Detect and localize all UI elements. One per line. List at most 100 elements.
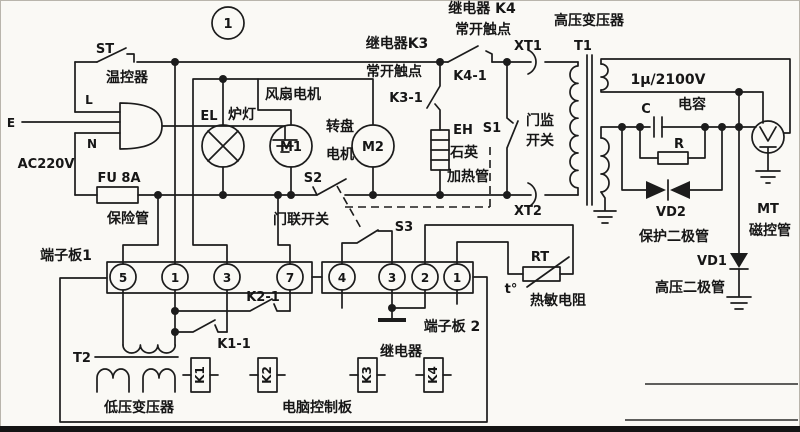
diode-symbols — [646, 181, 748, 268]
fuse-id: FU 8A — [97, 171, 140, 186]
scan-stray-lines — [625, 383, 798, 421]
vd2-diode-right — [670, 181, 690, 199]
vd1-diode — [730, 253, 748, 268]
figure-number: 1 — [223, 17, 232, 32]
heater-label-2: 加热管 — [446, 168, 489, 185]
fuse-label: 保险管 — [106, 210, 149, 227]
earth-label: E — [7, 116, 15, 130]
fan-id: M1 — [280, 140, 302, 155]
lamp-label: 炉灯 — [228, 106, 256, 123]
k2-contact-id: K2-1 — [246, 290, 280, 305]
board2-pin-3: 3 — [388, 271, 396, 285]
t1-filament-winding — [600, 63, 609, 91]
t1-primary-winding — [569, 61, 579, 196]
t1-hv-winding — [600, 137, 610, 193]
thermistor-symbol-label: t° — [505, 282, 518, 297]
magnetron-antenna — [759, 126, 777, 142]
ground-symbol-t1 — [593, 210, 617, 224]
wiring — [21, 6, 791, 423]
turntable-id: M2 — [362, 140, 384, 155]
hv-transformer-label: 高压变压器 — [554, 12, 625, 29]
relays-label: 继电器 — [380, 343, 423, 360]
board2-label: 端子板 2 — [424, 318, 481, 335]
xt1-label: XT1 — [514, 39, 542, 54]
voltage-label: AC220V — [18, 157, 75, 172]
t2-label: 低压变压器 — [103, 399, 175, 416]
magnetron-label: 磁控管 — [749, 222, 791, 239]
thermistor-label: 热敏电阻 — [530, 292, 586, 309]
figure-circle — [211, 6, 245, 40]
board1-pin-5: 5 — [119, 271, 127, 285]
s1-id: S1 — [483, 121, 501, 136]
board1-pin-3: 3 — [223, 271, 231, 285]
cap-label: 电容 — [678, 96, 706, 113]
xt1-connector — [527, 49, 537, 75]
thermostat-id: ST — [96, 42, 114, 57]
board1-pin-7: 7 — [286, 271, 294, 285]
control-board-box — [59, 276, 488, 423]
board1-pin-1: 1 — [171, 271, 179, 285]
scan-bottom-bar — [0, 426, 800, 432]
k4-relay-title: 继电器 K4 — [448, 0, 516, 17]
lamp-id: EL — [200, 109, 217, 124]
s1-label-1: 门监 — [526, 112, 554, 129]
coil-k3-label: K3 — [360, 366, 374, 384]
fan-motor-symbol — [269, 124, 313, 168]
t2-secondary-winding-b — [142, 368, 176, 393]
k3-contact-sub: 常开触点 — [366, 63, 422, 80]
res-id: R — [674, 137, 684, 152]
k1-contact-id: K1-1 — [217, 337, 251, 352]
t2-id: T2 — [73, 351, 91, 366]
neutral-label: N — [87, 137, 97, 151]
t2-secondary-winding-a — [96, 368, 130, 393]
junction-dots — [154, 58, 743, 336]
heater-id: EH — [453, 123, 473, 138]
heater-label-1: 石英 — [449, 144, 479, 161]
xt2-label: XT2 — [514, 204, 542, 219]
k3-contact-id: K3-1 — [389, 91, 423, 106]
terminal-board2-box — [321, 261, 474, 294]
lamp-symbol — [201, 124, 245, 168]
t1-core — [586, 54, 593, 206]
coil-k1-label: K1 — [193, 366, 207, 384]
line-label: L — [85, 93, 93, 107]
t1-id: T1 — [574, 39, 592, 54]
board2-pin-4: 4 — [338, 271, 346, 285]
s3-id: S3 — [395, 220, 413, 235]
plug-body — [119, 102, 163, 150]
door-switch-linkage — [336, 147, 491, 231]
vd2-id: VD2 — [656, 205, 686, 220]
t2-primary-winding — [122, 344, 177, 354]
turntable-label-2: 电机 — [326, 146, 354, 163]
capacitor-symbol — [653, 116, 663, 138]
board1-label: 端子板1 — [40, 247, 92, 264]
board2-pin-2: 2 — [421, 271, 429, 285]
k4-contact-id: K4-1 — [453, 69, 487, 84]
board2-pin-1: 1 — [453, 271, 461, 285]
s1-label-2: 开关 — [526, 132, 554, 149]
turntable-motor-symbol — [351, 124, 395, 168]
thermistor-symbol — [522, 266, 561, 282]
fan-label: 风扇电机 — [265, 86, 321, 103]
control-board-label: 电脑控制板 — [282, 399, 353, 416]
ground-symbol-plug — [272, 139, 298, 153]
thermostat-label: 温控器 — [106, 69, 149, 86]
vd1-id: VD1 — [697, 254, 727, 269]
ground-symbol-magnetron — [755, 170, 781, 184]
k4-contact-sub: 常开触点 — [455, 21, 511, 38]
coil-k4-label: K4 — [426, 366, 440, 384]
thermistor-id: RT — [531, 250, 549, 265]
vd2-label: 保护二极管 — [638, 228, 709, 245]
vd1-label: 高压二极管 — [655, 279, 725, 296]
k3-relay-title: 继电器K3 — [366, 35, 429, 52]
cap-spec-label: 1μ/2100V — [631, 72, 706, 88]
s2-id: S2 — [304, 171, 322, 186]
labels: 1 L E N AC220V ST 温控器 FU 8A 保险管 EL 炉灯 风扇… — [7, 0, 791, 416]
resistor-symbol — [657, 151, 689, 165]
magnetron-id: MT — [757, 202, 779, 217]
s2-label: 门联开关 — [273, 211, 329, 228]
ground-symbol-vd1 — [726, 296, 752, 310]
cap-id: C — [641, 102, 651, 117]
